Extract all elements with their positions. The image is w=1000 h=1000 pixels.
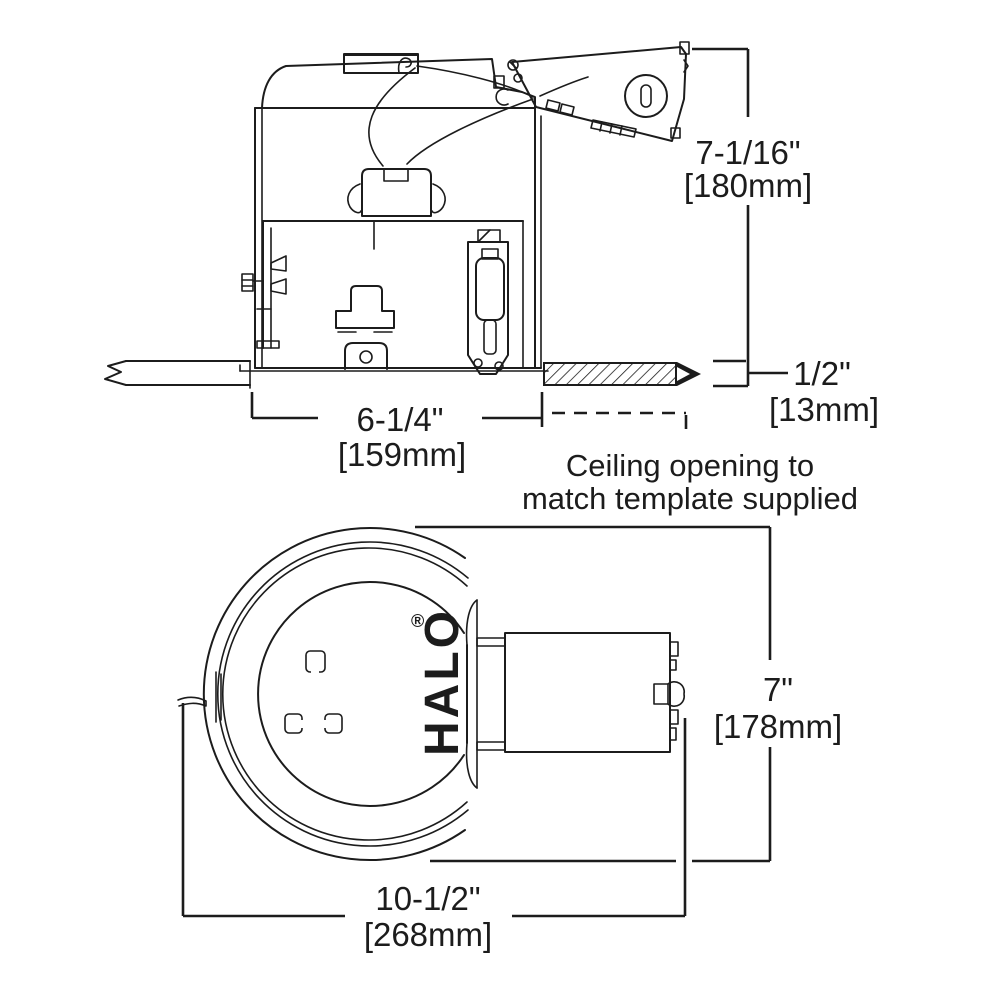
socket-spring-right (431, 183, 446, 214)
dim-length-metric: [268mm] (364, 916, 492, 953)
dim-diameter-metric: [178mm] (714, 708, 842, 745)
ceiling-opening-note-line2: match template supplied (522, 481, 858, 516)
housing-top-cap (261, 53, 536, 109)
hanger-bracket (465, 599, 506, 789)
plan-view-housing: HALO ® 7" [178mm] (177, 525, 842, 953)
thermal-protector (467, 229, 509, 375)
knockout-slots (284, 650, 343, 734)
ceiling-opening-callout: Ceiling opening to match template suppli… (522, 411, 858, 516)
dimension-ceiling-thickness: 1/2" [13mm] (713, 355, 879, 428)
ceiling-board-left (104, 360, 251, 389)
socket-bracket (335, 285, 395, 329)
dim-ceiling-metric: [13mm] (769, 391, 879, 428)
halo-wordmark: HALO (416, 608, 469, 756)
dim-height-metric: [180mm] (684, 167, 812, 204)
romex-clip (653, 683, 669, 705)
brand-logo: HALO ® (411, 608, 469, 756)
dim-width-imperial: 6-1/4" (357, 401, 444, 438)
dim-width-metric: [159mm] (338, 436, 466, 473)
junction-box-plan (504, 632, 686, 753)
adjustment-screw (241, 273, 254, 292)
interior-frame (241, 220, 524, 370)
registered-trademark: ® (411, 611, 424, 631)
wiring (368, 65, 589, 167)
mounting-clip (397, 57, 412, 74)
ceiling-board-right (543, 362, 701, 386)
dim-diameter-imperial: 7" (763, 671, 793, 708)
dimension-overall-length: 10-1/2" [268mm] (181, 703, 687, 953)
knockout-circle (624, 74, 668, 118)
tab-hole (359, 350, 373, 364)
cable-clamp (545, 99, 561, 112)
housing-can (239, 107, 549, 372)
junction-box-side (511, 41, 690, 142)
knockout-slot (640, 84, 652, 108)
ceiling-opening-note-line1: Ceiling opening to (566, 448, 814, 483)
dimension-housing-width: 6-1/4" [159mm] (250, 392, 544, 473)
outer-ring (202, 527, 466, 861)
dim-ceiling-imperial: 1/2" (793, 355, 851, 392)
hinge-hardware (493, 59, 523, 106)
dim-length-imperial: 10-1/2" (375, 880, 480, 917)
side-view-housing: 7-1/16" [180mm] 1/2" [13mm] 6-1/4" [159m… (104, 41, 879, 516)
lamp-socket (347, 168, 446, 250)
wire-tab (177, 671, 222, 723)
dimension-can-diameter: 7" [178mm] (415, 525, 842, 863)
dimension-housing-height: 7-1/16" [180mm] (684, 47, 812, 386)
dim-height-imperial: 7-1/16" (695, 134, 800, 171)
aperture-ring (257, 581, 465, 807)
trim-rings (202, 527, 469, 861)
mounting-tab (344, 342, 388, 370)
socket-spring-left (347, 183, 362, 214)
